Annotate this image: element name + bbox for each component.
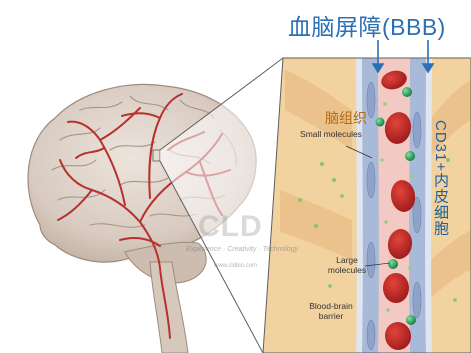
endothelium-label: CD31+内皮细胞 xyxy=(430,120,451,236)
figure-title: 血脑屏障(BBB) xyxy=(288,8,446,42)
small-molecules-label: Small molecules xyxy=(292,130,370,140)
watermark-tagline: Experience · Creativity · Technology xyxy=(186,246,298,253)
brain-tissue-label: 脑组织 xyxy=(325,108,367,128)
watermark-brand: CLD xyxy=(198,210,263,244)
bbb-label: Blood-brain barrier xyxy=(300,302,362,322)
large-molecules-label: Large molecules xyxy=(318,256,376,276)
watermark-url: www.cldbio.com xyxy=(214,263,257,269)
